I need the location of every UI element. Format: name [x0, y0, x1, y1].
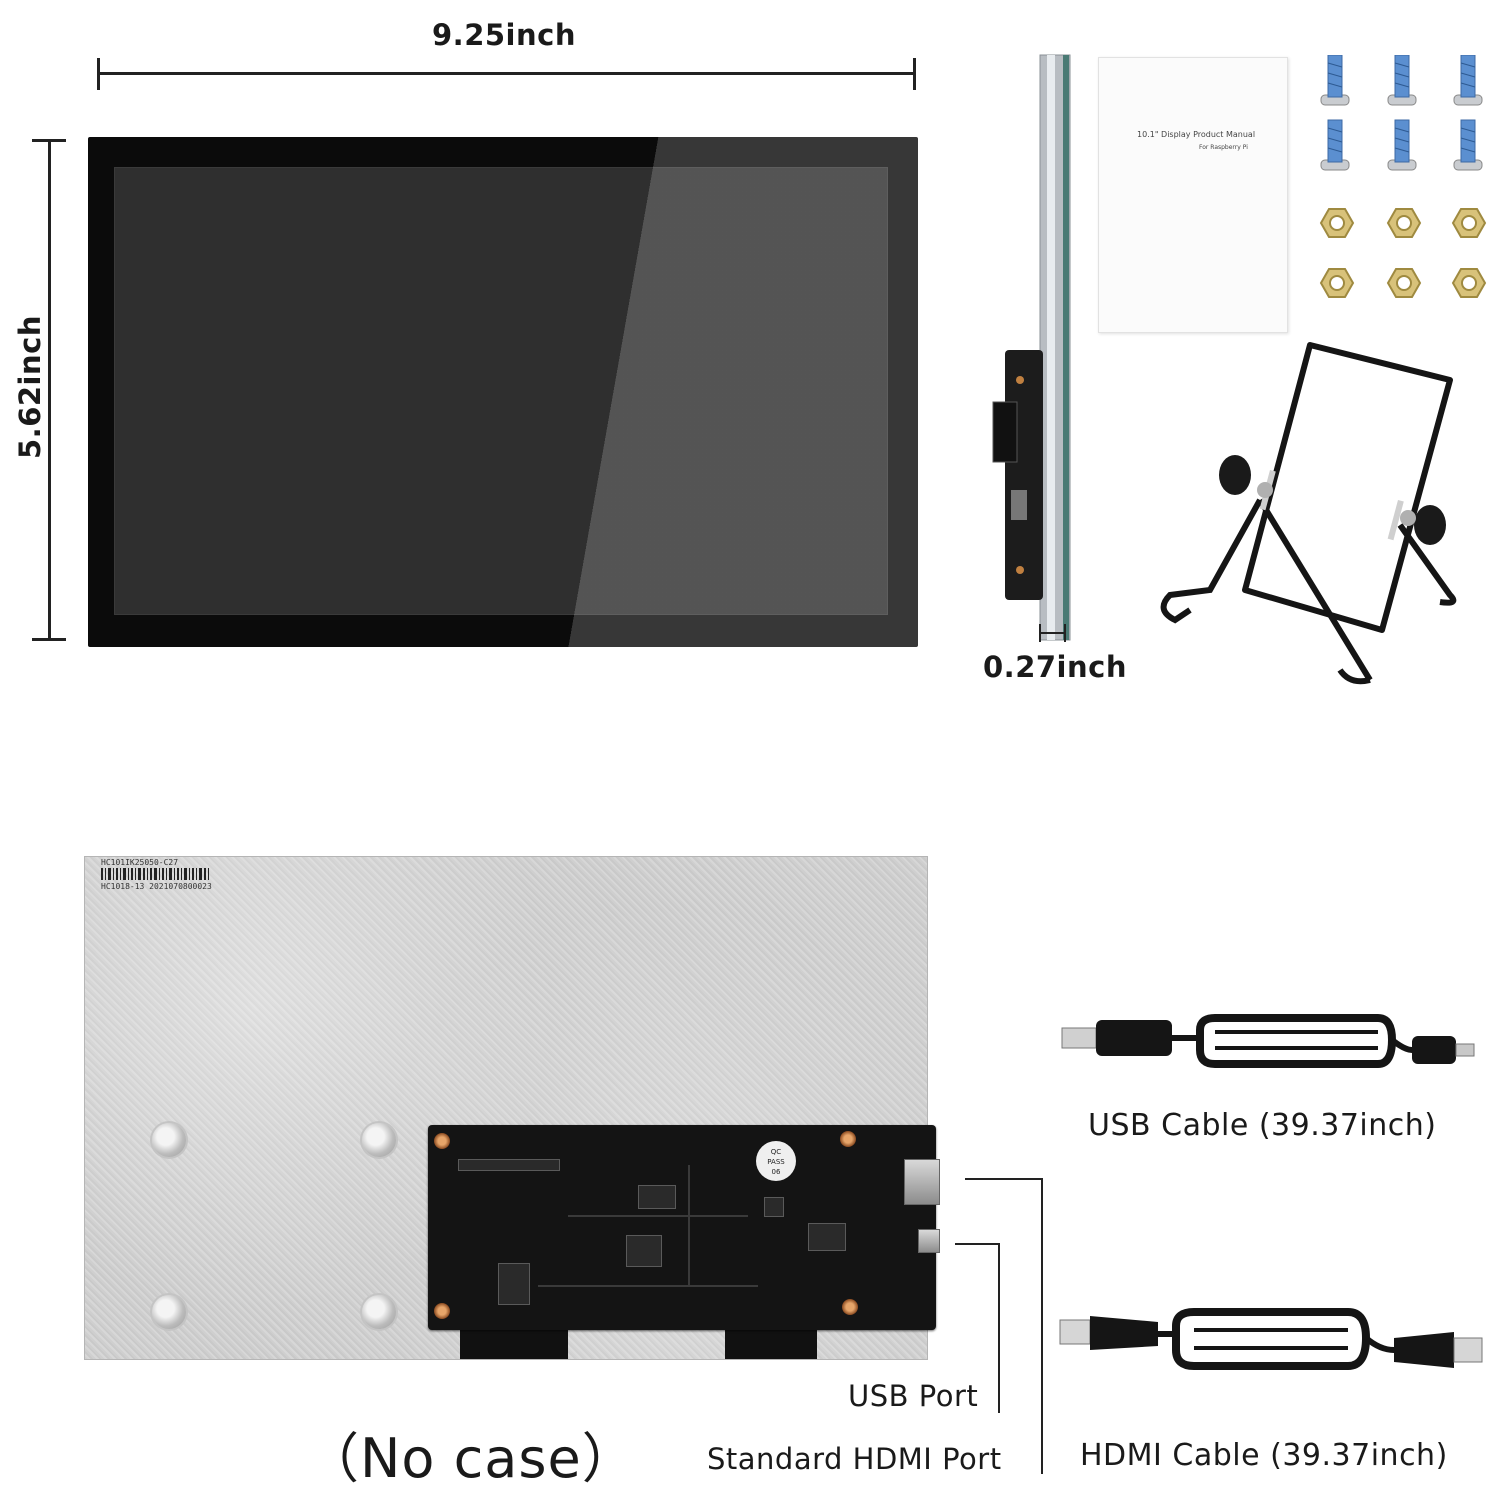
pcb-trace-2 [538, 1285, 758, 1287]
width-dimension-tick-right [913, 58, 916, 90]
barcode-label: HC101IK25050-C27 HC1018-13 2021070800023 [99, 857, 219, 893]
hdmi-port-connector [904, 1159, 940, 1205]
usb-cable-image [1061, 1014, 1475, 1068]
mount-hole-top-right [362, 1123, 396, 1157]
width-dimension-tick-left [97, 58, 100, 90]
hdmi-port-callout-horizontal [965, 1178, 1043, 1180]
usb-port-connector [918, 1229, 940, 1253]
usb-port-callout-vertical [998, 1243, 1000, 1413]
width-dimension-line [98, 72, 916, 75]
small-chip [764, 1197, 784, 1217]
mount-hole-top-left [152, 1123, 186, 1157]
back-plate-bottom-bracket-left [460, 1329, 568, 1359]
hdmi-cable-label: HDMI Cable (39.37inch) [1080, 1438, 1448, 1473]
qc-badge-line2: PASS [767, 1158, 785, 1166]
barcode-icon [101, 868, 209, 880]
manual-subtitle: For Raspberry Pi [1199, 144, 1248, 151]
barcode-model-text: HC101IK25050-C27 [101, 858, 179, 867]
hdmi-port-label: Standard HDMI Port [707, 1442, 1002, 1476]
secondary-chip [498, 1263, 530, 1305]
fpc-connector [458, 1159, 560, 1171]
height-dimension-tick-top [32, 139, 66, 142]
hdmi-cable-image [1059, 1308, 1483, 1370]
usb-port-callout-horizontal [955, 1243, 1000, 1245]
screws-and-nuts-image [1320, 55, 1486, 298]
driver-board: QC PASS 06 [428, 1125, 940, 1330]
usb-port-label: USB Port [848, 1379, 979, 1413]
width-dimension-label: 9.25inch [432, 18, 576, 52]
back-plate-bottom-bracket-right [725, 1329, 817, 1359]
display-glare [88, 137, 918, 647]
usb-cable-label: USB Cable (39.37inch) [1088, 1108, 1437, 1143]
height-dimension-label: 5.62inch [13, 315, 47, 459]
no-case-note: （No case） [305, 1427, 637, 1490]
product-manual-image: 10.1" Display Product Manual For Raspber… [1098, 57, 1288, 333]
pcb-hole-bottom-right [842, 1299, 858, 1315]
qc-pass-badge: QC PASS 06 [756, 1141, 796, 1181]
depth-dimension-line [1040, 632, 1066, 634]
height-dimension-tick-bottom [32, 638, 66, 641]
display-panel [114, 167, 888, 615]
manual-title: 10.1" Display Product Manual [1137, 130, 1256, 139]
height-dimension-line [48, 140, 51, 640]
mount-hole-bottom-right [362, 1295, 396, 1329]
display-stand-image [1160, 342, 1457, 685]
depth-dimension-tick-right [1064, 624, 1066, 642]
barcode-serial-text: HC1018-13 2021070800023 [101, 882, 212, 891]
pcb-trace-1 [568, 1215, 748, 1217]
display-side-profile-image [992, 54, 1071, 641]
pcb-trace-3 [688, 1165, 690, 1285]
main-chip [626, 1235, 662, 1267]
qc-badge-line1: QC [770, 1148, 782, 1156]
mount-hole-bottom-left [152, 1295, 186, 1329]
qc-badge-line3: 06 [771, 1168, 781, 1176]
pcb-hole-top-right [840, 1131, 856, 1147]
depth-dimension-label: 0.27inch [983, 650, 1127, 684]
pcb-hole-top-left [434, 1133, 450, 1149]
hdmi-port-callout-vertical [1041, 1178, 1043, 1474]
pcb-hole-bottom-left [434, 1303, 450, 1319]
header-pins [808, 1223, 846, 1251]
regulator-chip [638, 1185, 676, 1209]
display-front-image [88, 137, 918, 647]
depth-dimension-tick-left [1039, 624, 1041, 642]
